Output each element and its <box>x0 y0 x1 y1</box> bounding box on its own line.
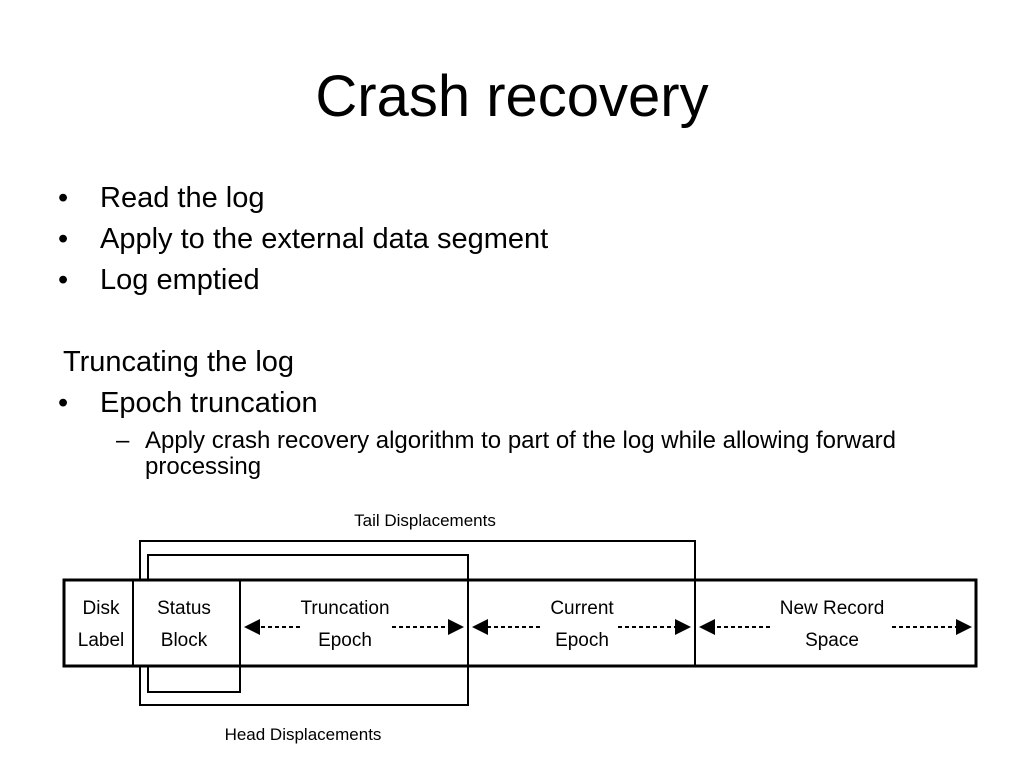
head-displacements-label: Head Displacements <box>225 725 382 744</box>
bullet-marker: • <box>58 182 69 214</box>
sub-bullet-marker: – <box>116 427 130 454</box>
slide-title: Crash recovery <box>315 64 709 129</box>
new-record-space-line2: Space <box>805 630 859 651</box>
truncation-epoch-line1: Truncation <box>300 598 389 619</box>
log-bar <box>62 578 978 668</box>
bullet-marker: • <box>58 264 69 296</box>
bullet-text: Apply to the external data segment <box>100 223 549 255</box>
current-epoch-line1: Current <box>550 598 614 619</box>
section-heading: Truncating the log <box>63 346 295 378</box>
bullet-text: Epoch truncation <box>100 387 318 419</box>
bullet-marker: • <box>58 387 69 419</box>
log-diagram: Tail Displacements Disk Label Status Blo… <box>62 511 978 744</box>
disk-label-line2: Label <box>78 630 125 651</box>
status-block-line1: Status <box>157 598 211 619</box>
bullet-marker: • <box>58 223 69 255</box>
bullet-text: Read the log <box>100 182 265 214</box>
current-epoch-line2: Epoch <box>555 630 609 651</box>
tail-displacement-brackets <box>139 540 696 580</box>
bullet-text: Log emptied <box>100 264 260 296</box>
truncation-epoch-line2: Epoch <box>318 630 372 651</box>
new-record-space-line1: New Record <box>780 598 885 619</box>
head-displacement-brackets <box>139 666 469 706</box>
status-block-line2: Block <box>161 630 208 651</box>
log-bar-outline <box>62 578 978 668</box>
tail-displacements-label: Tail Displacements <box>354 511 496 530</box>
segment-labels: Disk Label Status Block Truncation Epoch… <box>78 598 885 651</box>
sub-bullet-text: Apply crash recovery algorithm to part o… <box>145 427 897 480</box>
disk-label-line1: Disk <box>83 598 120 619</box>
